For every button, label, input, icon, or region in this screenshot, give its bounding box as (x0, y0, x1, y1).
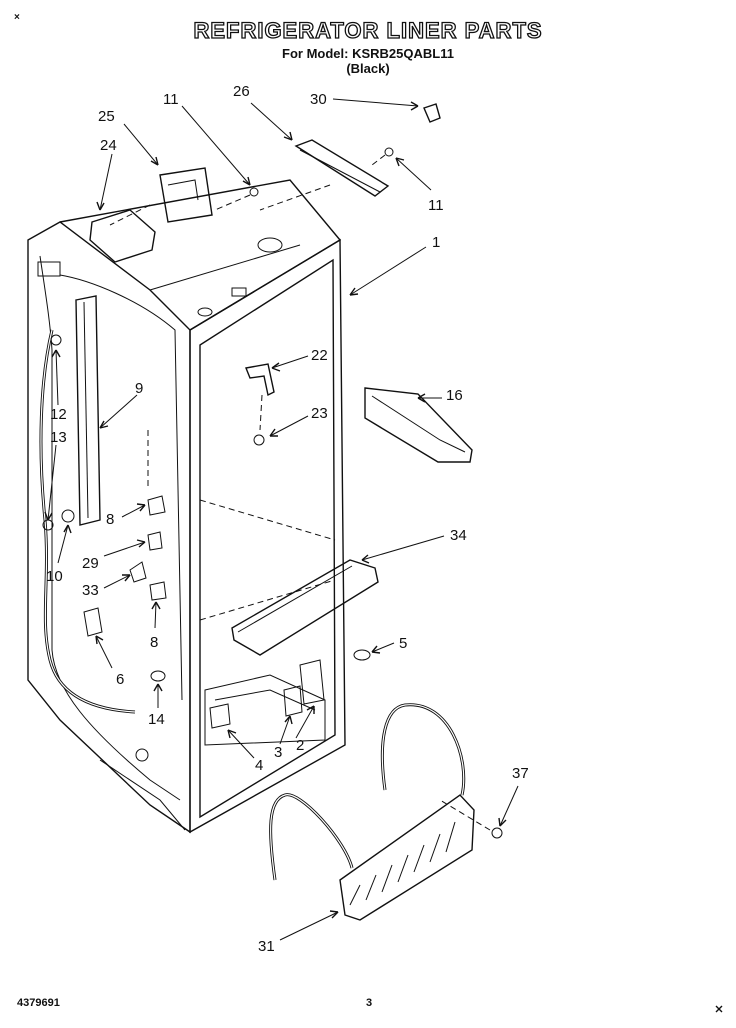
part-30 (423, 103, 441, 123)
callout-37: 37 (512, 765, 529, 782)
callout-4: 4 (255, 757, 263, 774)
part-14 (150, 670, 166, 682)
callout-14: 14 (148, 711, 165, 728)
leader-lines (44, 98, 519, 941)
callout-23: 23 (311, 405, 328, 422)
page-title: REFRIGERATOR LINER PARTS (193, 17, 543, 43)
part-22 (245, 363, 275, 397)
part-25 (159, 167, 213, 223)
part-number: 4379691 (17, 997, 60, 1009)
callout-3: 3 (274, 744, 282, 761)
part-3 (283, 685, 303, 717)
corner-mark-bottom (715, 1005, 723, 1013)
callout-labels: 30 26 11 25 24 11 1 22 16 23 9 12 13 8 2… (46, 83, 529, 955)
part-11-screw-b (384, 147, 394, 157)
part-24 (89, 209, 156, 263)
callout-34: 34 (450, 527, 467, 544)
callout-8-upper: 8 (106, 511, 114, 528)
callout-11-b: 11 (428, 197, 444, 214)
callout-13: 13 (50, 429, 67, 446)
callout-22: 22 (311, 347, 328, 364)
part-16 (364, 387, 473, 463)
part-10 (61, 509, 75, 523)
liner-cabinet (27, 179, 346, 834)
callout-30: 30 (310, 91, 327, 108)
part-5 (353, 649, 371, 661)
callout-10: 10 (46, 568, 63, 585)
callout-9: 9 (135, 380, 143, 397)
part-8-upper (147, 495, 166, 516)
callout-6: 6 (116, 671, 124, 688)
part-29 (147, 531, 163, 551)
part-4 (209, 703, 231, 729)
callout-29: 29 (82, 555, 99, 572)
callout-5: 5 (399, 635, 407, 652)
part-26 (294, 139, 390, 197)
part-8-lower (149, 581, 167, 601)
color-line: (Black) (346, 61, 390, 76)
model-line: For Model: KSRB25QABL11 (282, 46, 454, 61)
part-34 (231, 559, 379, 656)
page-number: 3 (366, 997, 373, 1009)
callout-26: 26 (233, 83, 250, 100)
callout-12: 12 (50, 406, 67, 423)
part-12 (50, 334, 62, 346)
callout-25: 25 (98, 108, 115, 125)
part-11-screw (249, 187, 259, 197)
part-2 (299, 659, 325, 705)
callout-8-lower: 8 (150, 634, 158, 651)
callout-2: 2 (296, 737, 304, 754)
corner-mark: × (14, 12, 20, 23)
part-33 (129, 561, 147, 583)
callout-1: 1 (432, 234, 440, 251)
callout-31: 31 (258, 938, 275, 955)
callout-16: 16 (446, 387, 463, 404)
part-6 (83, 607, 103, 637)
part-23 (253, 434, 265, 446)
part-37 (491, 827, 503, 839)
callout-24: 24 (100, 137, 117, 154)
callout-33: 33 (82, 582, 99, 599)
callout-11-a: 11 (163, 91, 179, 108)
part-31-heater (269, 703, 475, 921)
